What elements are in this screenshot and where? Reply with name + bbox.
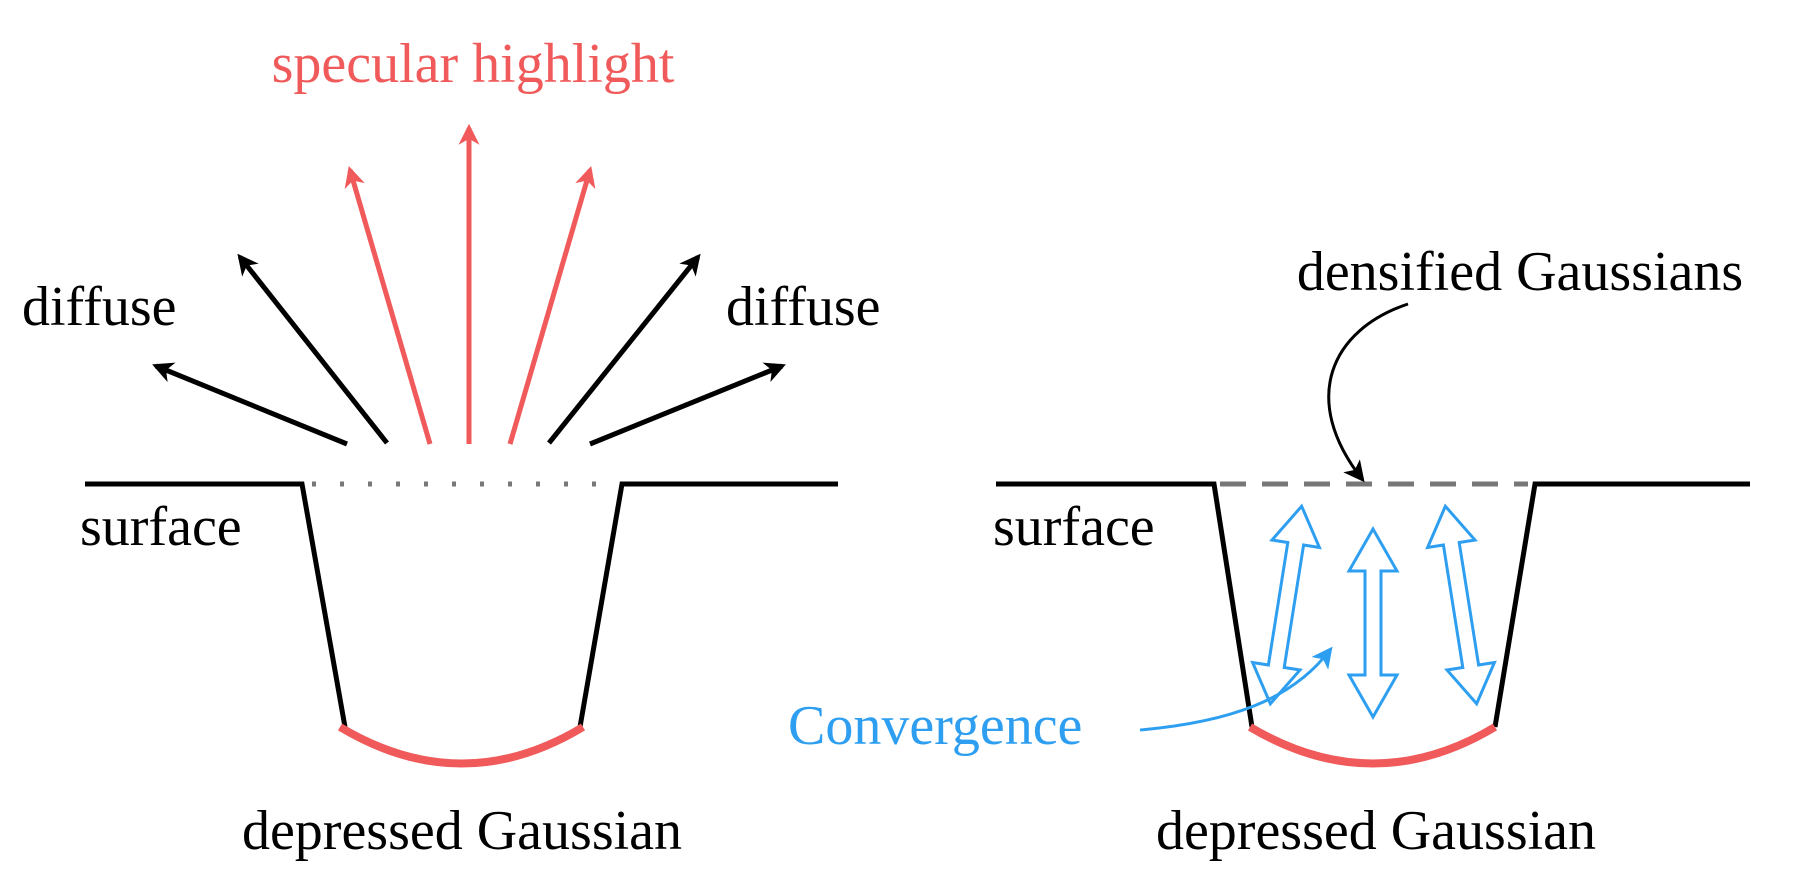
- convergence-double-arrow-1: [1250, 503, 1322, 707]
- right-surface-label: surface: [993, 496, 1155, 558]
- right-gaussian-label: depressed Gaussian: [1156, 800, 1596, 862]
- diffuse-arrow-1: [152, 362, 348, 447]
- diffuse-left-label: diffuse: [22, 276, 177, 338]
- specular-highlight-label: specular highlight: [272, 33, 675, 95]
- left-panel: specular highlight diffuse diffuse surfa…: [22, 33, 881, 862]
- diffuse-arrow-3: [547, 253, 701, 445]
- right-surface-outline: [996, 481, 1255, 728]
- diffuse-arrow-2: [237, 253, 389, 445]
- left-surface-label: surface: [80, 496, 242, 558]
- specular-arrow-3: [507, 165, 596, 445]
- specular-arrow-1: [344, 165, 433, 445]
- densified-gaussians-label: densified Gaussians: [1297, 241, 1743, 303]
- convergence-double-arrow-2: [1346, 525, 1400, 721]
- diffuse-right-label: diffuse: [726, 276, 881, 338]
- diffuse-arrow-4: [589, 362, 786, 447]
- right-surface-outline-right: [1492, 481, 1750, 728]
- convergence-double-arrow-3: [1425, 503, 1497, 707]
- left-surface-outline: [85, 481, 348, 728]
- left-surface-outline-right: [577, 481, 838, 728]
- densified-pointer-arrow: [1327, 302, 1409, 483]
- left-gaussian-curve: [337, 723, 586, 768]
- convergence-label: Convergence: [788, 695, 1082, 757]
- left-gaussian-label: depressed Gaussian: [242, 800, 682, 862]
- right-panel: densified Gaussians surface Convergence …: [788, 241, 1750, 862]
- right-gaussian-curve: [1247, 723, 1498, 768]
- convergence-pointer-arrow: [1139, 646, 1333, 732]
